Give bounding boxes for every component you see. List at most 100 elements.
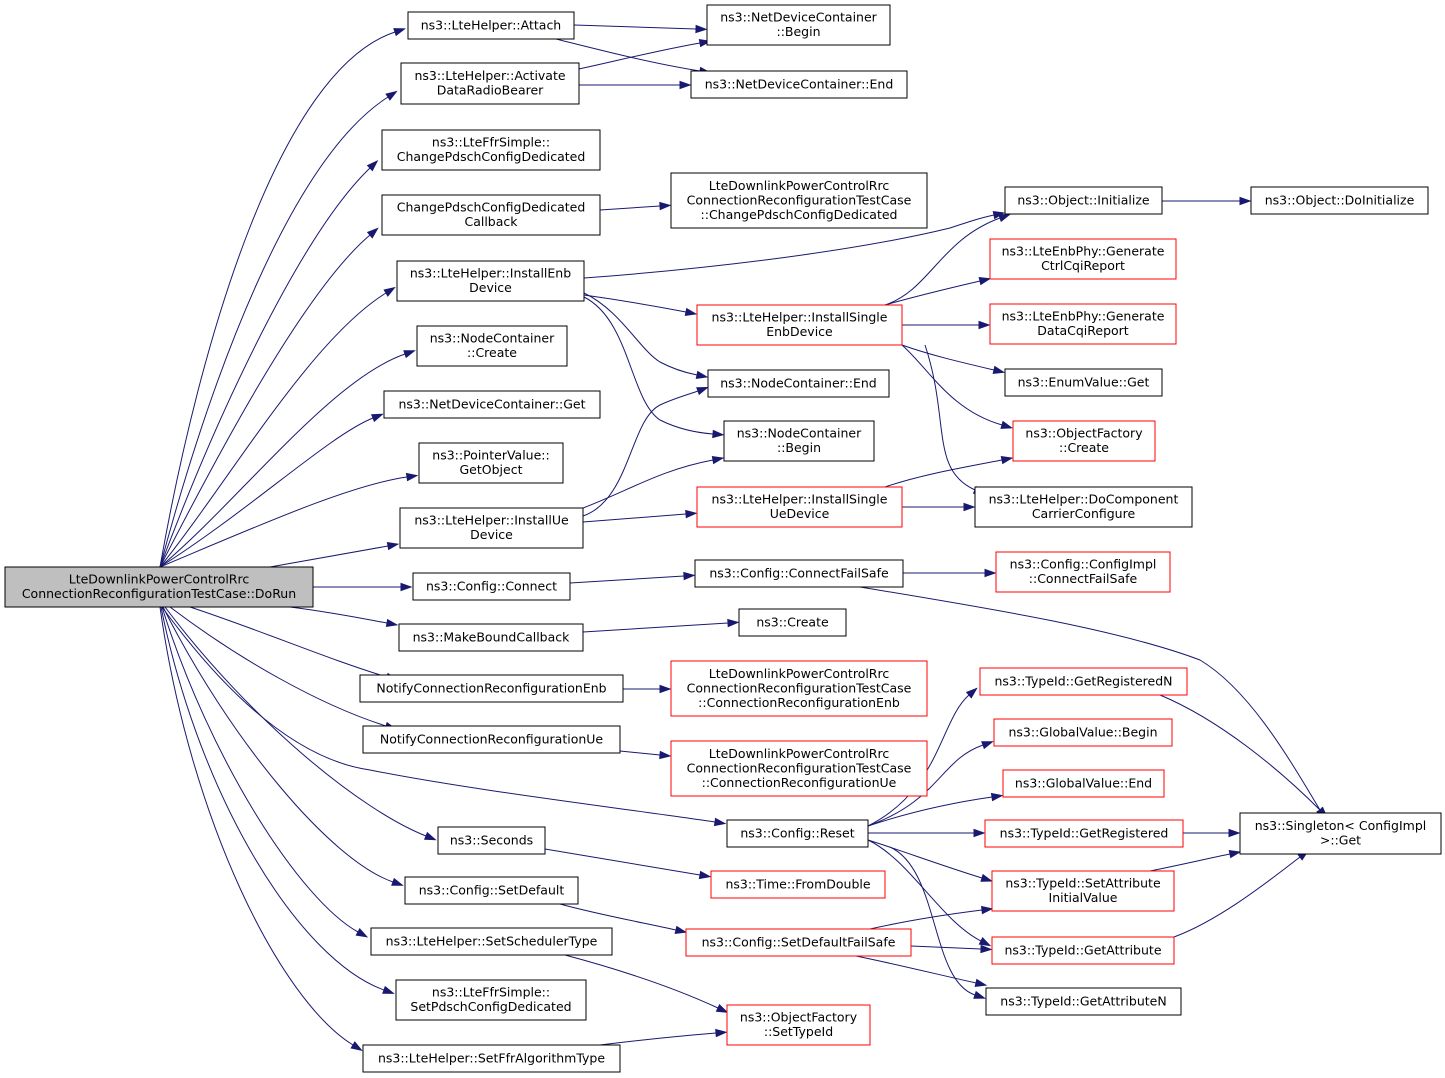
- edge-installue-to-installsingleue: [582, 509, 698, 523]
- node-label: ns3::NetDeviceContainer: [720, 10, 877, 25]
- node-tcenb[interactable]: LteDownlinkPowerControlRrcConnectionReco…: [670, 660, 928, 717]
- node-attach[interactable]: ns3::LteHelper::Attach: [407, 11, 575, 40]
- node-ofsettype[interactable]: ns3::ObjectFactory::SetTypeId: [726, 1004, 871, 1046]
- node-ndcend[interactable]: ns3::NetDeviceContainer::End: [690, 70, 908, 99]
- node-ncend[interactable]: ns3::NodeContainer::End: [707, 369, 890, 398]
- node-mbc[interactable]: ns3::MakeBoundCallback: [398, 623, 584, 652]
- edge-root-to-attach: [159, 28, 406, 568]
- edge-root-to-changecb: [159, 227, 379, 568]
- node-box: [726, 1004, 871, 1046]
- node-getregn[interactable]: ns3::TypeId::GetRegisteredN: [979, 667, 1188, 696]
- edge-root-to-pvget: [159, 472, 419, 568]
- node-box: [381, 194, 601, 236]
- edge-getreg-to-singleton: [1183, 828, 1241, 838]
- node-label: ns3::GlobalValue::Begin: [1008, 724, 1157, 739]
- node-setdefault[interactable]: ns3::Config::SetDefault: [404, 876, 579, 905]
- node-notifyue[interactable]: NotifyConnectionReconfigurationUe: [362, 725, 621, 754]
- node-getreg[interactable]: ns3::TypeId::GetRegistered: [984, 819, 1184, 848]
- node-label: ConnectionReconfigurationTestCase: [687, 192, 912, 207]
- node-reset[interactable]: ns3::Config::Reset: [726, 819, 869, 848]
- node-enumget[interactable]: ns3::EnumValue::Get: [1004, 368, 1163, 397]
- node-label: ns3::LteHelper::Attach: [421, 17, 562, 32]
- node-label: UeDevice: [770, 506, 830, 521]
- node-box: [723, 420, 875, 462]
- node-label: DataCqiReport: [1037, 323, 1129, 338]
- node-getattrn[interactable]: ns3::TypeId::GetAttributeN: [985, 987, 1182, 1016]
- node-gvend[interactable]: ns3::GlobalValue::End: [1002, 769, 1165, 798]
- node-label: ns3::LteFfrSimple::: [432, 135, 550, 150]
- node-sdfs[interactable]: ns3::Config::SetDefaultFailSafe: [685, 928, 912, 957]
- node-setffr[interactable]: ns3::LteHelper::SetFfrAlgorithmType: [362, 1044, 621, 1073]
- node-objdoinit[interactable]: ns3::Object::DoInitialize: [1250, 186, 1429, 215]
- node-tcchange[interactable]: LteDownlinkPowerControlRrcConnectionReco…: [670, 172, 928, 229]
- node-objinit[interactable]: ns3::Object::Initialize: [1004, 186, 1163, 215]
- edge-reset-to-gvbegin: [867, 741, 994, 827]
- node-label: ::ConnectionReconfigurationEnb: [698, 695, 900, 710]
- node-label: ConnectionReconfigurationTestCase::DoRun: [22, 586, 296, 601]
- edge-root-to-seconds: [164, 606, 437, 841]
- edge-getregn-to-singleton: [1159, 694, 1329, 819]
- node-label: ns3::Object::Initialize: [1017, 192, 1150, 207]
- edge-setdefault-to-sdfs: [559, 903, 688, 934]
- node-docomp[interactable]: ns3::LteHelper::DoComponentCarrierConfig…: [974, 486, 1193, 528]
- node-label: ::SetTypeId: [764, 1024, 833, 1039]
- edge-sdfs-to-getattr: [910, 944, 993, 954]
- node-ffrset[interactable]: ns3::LteFfrSimple::SetPdschConfigDedicat…: [395, 979, 587, 1021]
- node-label: NotifyConnectionReconfigurationEnb: [376, 680, 606, 695]
- node-label: ns3::LteHelper::InstallSingle: [712, 310, 888, 325]
- node-box: [404, 876, 579, 905]
- node-label: ns3::Config::Connect: [426, 578, 557, 593]
- node-root[interactable]: LteDownlinkPowerControlRrcConnectionReco…: [4, 566, 314, 608]
- node-label: ns3::TypeId::GetAttributeN: [1000, 993, 1166, 1008]
- node-label: CtrlCqiReport: [1041, 258, 1125, 273]
- edge-activate-to-ndcend: [579, 80, 692, 90]
- node-connect[interactable]: ns3::Config::Connect: [412, 572, 571, 601]
- node-box: [991, 936, 1175, 965]
- node-cimplcfs[interactable]: ns3::Config::ConfigImpl::ConnectFailSafe: [995, 551, 1171, 593]
- node-create[interactable]: ns3::Create: [738, 608, 847, 637]
- node-singleton[interactable]: ns3::Singleton< ConfigImpl >::Get: [1239, 812, 1442, 855]
- edge-root-to-notifyenb: [189, 606, 399, 681]
- node-setsched[interactable]: ns3::LteHelper::SetSchedulerType: [370, 927, 613, 956]
- node-pvget[interactable]: ns3::PointerValue::GetObject: [418, 442, 564, 484]
- edge-reset-to-getreg: [868, 828, 986, 838]
- node-cfs[interactable]: ns3::Config::ConnectFailSafe: [694, 559, 904, 588]
- node-notifyenb[interactable]: NotifyConnectionReconfigurationEnb: [359, 674, 624, 703]
- node-ndcbegin[interactable]: ns3::NetDeviceContainer::Begin: [706, 4, 891, 46]
- node-box: [1250, 186, 1429, 215]
- node-label: ns3::LteHelper::Activate: [414, 68, 565, 83]
- node-ffrchange[interactable]: ns3::LteFfrSimple::ChangePdschConfigDedi…: [381, 129, 601, 171]
- node-ncbegin[interactable]: ns3::NodeContainer::Begin: [723, 420, 875, 462]
- node-ofcreate[interactable]: ns3::ObjectFactory::Create: [1012, 420, 1156, 462]
- node-label: ns3::LteHelper::InstallEnb: [410, 266, 571, 281]
- node-label: EnbDevice: [766, 324, 833, 339]
- edge-objinit-to-objdoinit: [1162, 196, 1252, 206]
- node-fromdouble[interactable]: ns3::Time::FromDouble: [710, 870, 886, 899]
- node-box: [381, 129, 601, 171]
- edge-root-to-setdefault: [162, 606, 404, 886]
- node-seconds[interactable]: ns3::Seconds: [437, 826, 546, 855]
- edge-installsingleenb-to-enumget: [901, 344, 1006, 374]
- edge-installsingleue-to-ofcreate: [884, 456, 1014, 488]
- node-tcue[interactable]: LteDownlinkPowerControlRrcConnectionReco…: [670, 740, 928, 797]
- node-gvbegin[interactable]: ns3::GlobalValue::Begin: [993, 718, 1173, 747]
- node-box: [710, 870, 886, 899]
- edge-reset-to-gvend: [867, 792, 1004, 827]
- node-nccreate[interactable]: ns3::NodeContainer::Create: [416, 325, 568, 367]
- node-box: [1239, 812, 1442, 855]
- node-ndcget[interactable]: ns3::NetDeviceContainer::Get: [383, 390, 601, 419]
- node-box: [407, 11, 575, 40]
- node-getattr[interactable]: ns3::TypeId::GetAttribute: [991, 936, 1175, 965]
- call-nodes: LteDownlinkPowerControlRrcConnectionReco…: [4, 4, 1442, 1073]
- edge-root-to-reset: [161, 606, 727, 827]
- node-box: [418, 442, 564, 484]
